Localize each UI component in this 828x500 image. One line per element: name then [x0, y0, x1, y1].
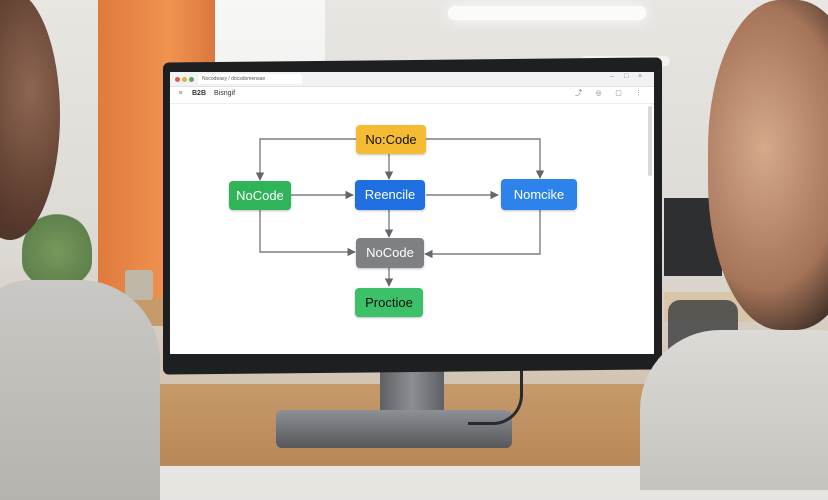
person-right-head — [708, 0, 828, 330]
document-name[interactable]: Bisngif — [214, 90, 236, 97]
monitor-screen: Nocodeasy / docsdomensae – □ × ≡ B2B Bis… — [170, 72, 654, 354]
browser-titlebar: Nocodeasy / docsdomensae – □ × — [170, 72, 654, 87]
edge-right-to-lower — [424, 210, 541, 259]
node-bottom-label: Proctioe — [365, 295, 413, 310]
menu-icon[interactable]: ≡ — [178, 90, 183, 97]
edge-left-to-lower — [259, 210, 356, 257]
node-bottom[interactable]: Proctioe — [355, 288, 423, 317]
minimize-dot-icon[interactable] — [182, 77, 187, 82]
node-lower[interactable]: NoCode — [356, 238, 424, 268]
flow-connectors — [255, 138, 545, 287]
window-close-button[interactable]: × — [638, 73, 643, 80]
window-minimize-button[interactable]: – — [610, 73, 614, 80]
app-toolbar: ≡ B2B Bisngif ⤴ ◎ ▢ ⋮ — [170, 87, 654, 104]
browser-tab[interactable]: Nocodeasy / docsdomensae — [198, 74, 302, 84]
maximize-dot-icon[interactable] — [189, 77, 194, 82]
node-top-label: No:Code — [365, 132, 417, 147]
window-maximize-button[interactable]: □ — [624, 73, 629, 80]
monitor-cable — [468, 362, 523, 425]
node-center-label: Reencile — [364, 187, 416, 202]
person-right-shoulder — [640, 330, 828, 490]
scrollbar[interactable] — [648, 106, 652, 176]
workspace-label[interactable]: B2B — [192, 90, 207, 97]
node-right-label: Nomcike — [513, 187, 565, 202]
ceiling-light — [448, 6, 646, 20]
edge-top-to-left — [255, 138, 356, 181]
node-left[interactable]: NoCode — [229, 181, 291, 210]
node-center[interactable]: Reencile — [355, 180, 425, 210]
bell-icon[interactable]: ◎ — [595, 90, 602, 97]
edge-top-to-right — [425, 138, 545, 179]
person-left-head — [0, 0, 60, 240]
close-dot-icon[interactable] — [175, 77, 180, 82]
chat-icon[interactable]: ▢ — [615, 90, 622, 97]
person-left-shoulder — [0, 280, 160, 500]
node-left-label: NoCode — [236, 188, 284, 203]
plant-pot — [125, 270, 153, 300]
node-top[interactable]: No:Code — [356, 125, 426, 154]
share-icon[interactable]: ⤴ — [575, 90, 582, 97]
node-lower-label: NoCode — [366, 245, 414, 260]
node-right[interactable]: Nomcike — [501, 179, 577, 210]
office-plant — [22, 212, 92, 292]
more-icon[interactable]: ⋮ — [635, 90, 642, 97]
